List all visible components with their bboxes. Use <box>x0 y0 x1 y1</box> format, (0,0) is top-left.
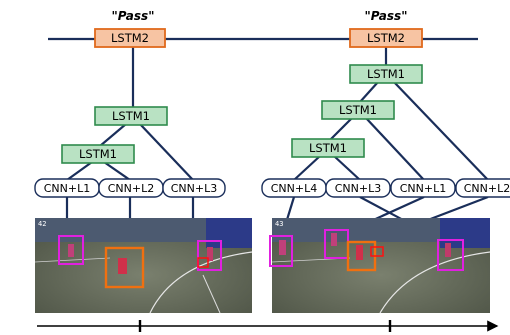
court-line <box>149 251 253 314</box>
svg-text:CNN+L3: CNN+L3 <box>335 182 381 195</box>
svg-text:LSTM1: LSTM1 <box>339 103 377 117</box>
player-box-3 <box>197 240 222 271</box>
right-cnn-node-3: CNN+L1 <box>390 178 456 198</box>
edge-left-lstm1low-cnn1 <box>66 161 93 181</box>
right-lstm1-node-c: LSTM1 <box>291 138 365 158</box>
left-lstm1-top-node: LSTM1 <box>94 106 168 126</box>
right-video-frame: 43 <box>269 218 491 314</box>
edge-left-lstm1low-cnn2 <box>103 161 131 181</box>
right-frame-number: 43 <box>275 220 283 228</box>
svg-text:CNN+L1: CNN+L1 <box>44 182 90 195</box>
left-event-label: "Pass" <box>112 9 155 23</box>
edge-right-lstm1c-cnn3 <box>333 155 361 181</box>
player-box-1 <box>269 235 293 267</box>
ball-box <box>197 257 209 268</box>
player-box-4 <box>437 239 464 271</box>
right-cnn-node-4: CNN+L2 <box>455 178 510 198</box>
svg-text:LSTM2: LSTM2 <box>111 31 149 45</box>
court-line <box>379 251 491 314</box>
edge-left-lstm1-cnn3 <box>139 123 194 181</box>
right-cnn-node-1: CNN+L4 <box>261 178 327 198</box>
left-cnn-node-2: CNN+L2 <box>98 178 164 198</box>
left-frame-number: 42 <box>38 220 46 228</box>
svg-text:LSTM1: LSTM1 <box>367 67 405 81</box>
right-lstm1-node-b: LSTM1 <box>321 100 395 120</box>
svg-text:LSTM1: LSTM1 <box>79 147 117 161</box>
left-cnn-node-1: CNN+L1 <box>34 178 100 198</box>
svg-text:CNN+L1: CNN+L1 <box>400 182 446 195</box>
court-wall-right <box>206 218 252 248</box>
left-lstm1-low-node: LSTM1 <box>61 144 135 164</box>
edge-right-lstm1a-lstm1b <box>359 81 379 103</box>
svg-text:CNN+L4: CNN+L4 <box>271 182 317 195</box>
left-cnn-node-3: CNN+L3 <box>162 178 226 198</box>
player-box-2-highlight <box>104 246 145 289</box>
right-cnn-node-2: CNN+L3 <box>325 178 391 198</box>
svg-text:CNN+L2: CNN+L2 <box>464 182 510 195</box>
player-box-1 <box>58 235 84 265</box>
edge-right-lstm1b-lstm1c <box>329 117 353 141</box>
court-line-2 <box>34 257 111 263</box>
timeline-axis <box>37 320 499 332</box>
ball-box <box>370 246 384 257</box>
edge-right-lstm1c-cnn4 <box>293 155 321 181</box>
right-lstm1-node-a: LSTM1 <box>349 64 423 84</box>
svg-text:LSTM2: LSTM2 <box>367 31 405 45</box>
edge-right-lstm1b-cnn1 <box>365 117 425 181</box>
right-event-label: "Pass" <box>365 9 408 23</box>
edge-left-lstm1-lstm1low <box>99 123 127 147</box>
svg-text:CNN+L2: CNN+L2 <box>108 182 154 195</box>
left-lstm2-node: LSTM2 <box>94 28 166 48</box>
svg-text:CNN+L3: CNN+L3 <box>171 182 217 195</box>
edge-right-lstm1a-cnn2 <box>393 81 489 181</box>
left-video-frame: 42 <box>34 218 253 314</box>
svg-text:LSTM1: LSTM1 <box>112 109 150 123</box>
svg-text:LSTM1: LSTM1 <box>309 141 347 155</box>
right-lstm2-node: LSTM2 <box>349 28 423 48</box>
court-line-3 <box>202 274 221 314</box>
